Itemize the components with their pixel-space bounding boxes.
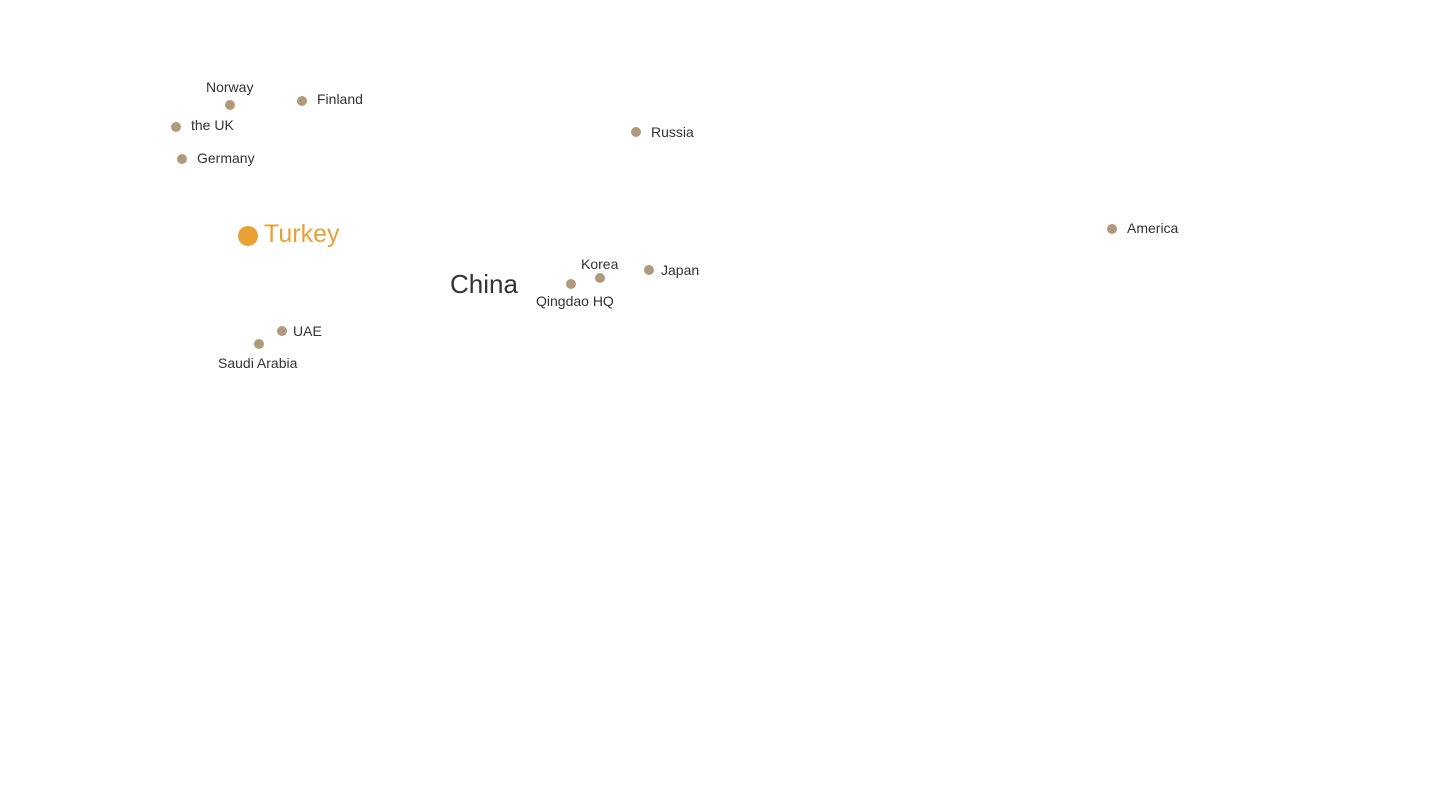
marker-uk[interactable] xyxy=(171,122,181,132)
label-japan[interactable]: Japan xyxy=(661,262,700,278)
region-label-china: China xyxy=(450,269,518,299)
marker-america[interactable] xyxy=(1107,224,1117,234)
marker-saudi-arabia[interactable] xyxy=(254,339,264,349)
marker-germany[interactable] xyxy=(177,154,187,164)
label-america[interactable]: America xyxy=(1127,220,1179,236)
marker-turkey[interactable] xyxy=(238,226,258,246)
label-uae[interactable]: UAE xyxy=(293,323,322,339)
label-russia[interactable]: Russia xyxy=(651,124,694,140)
label-saudi-arabia[interactable]: Saudi Arabia xyxy=(218,355,298,371)
marker-russia[interactable] xyxy=(631,127,641,137)
label-turkey[interactable]: Turkey xyxy=(264,220,340,248)
label-finland[interactable]: Finland xyxy=(317,91,363,107)
marker-finland[interactable] xyxy=(297,96,307,106)
label-korea[interactable]: Korea xyxy=(581,256,619,272)
marker-japan[interactable] xyxy=(644,265,654,275)
label-norway[interactable]: Norway xyxy=(206,79,254,95)
marker-norway[interactable] xyxy=(225,100,235,110)
label-germany[interactable]: Germany xyxy=(197,150,255,166)
label-qingdao-hq[interactable]: Qingdao HQ xyxy=(536,293,614,309)
marker-qingdao-hq[interactable] xyxy=(566,279,576,289)
marker-uae[interactable] xyxy=(277,326,287,336)
marker-korea[interactable] xyxy=(595,273,605,283)
label-uk[interactable]: the UK xyxy=(191,117,234,133)
